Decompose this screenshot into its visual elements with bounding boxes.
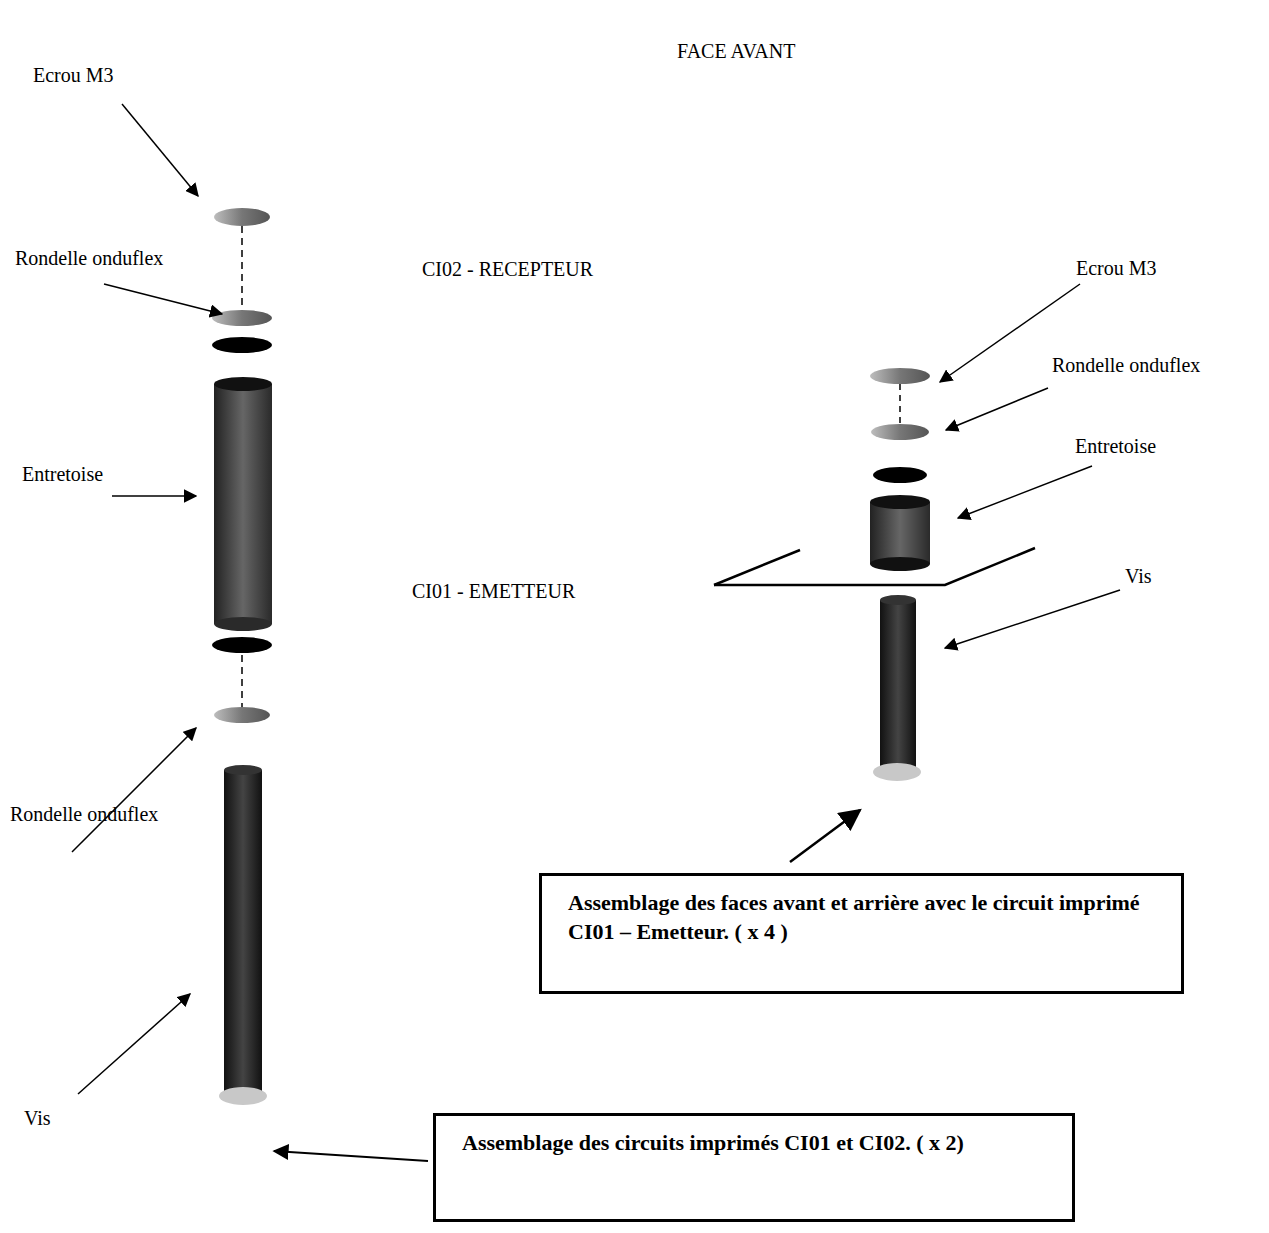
part-label-holder: Ecrou M3	[1076, 257, 1157, 280]
panel-tab	[714, 550, 800, 585]
note-text: Assemblage des circuits imprimés CI01 et…	[462, 1129, 1047, 1158]
part-label: Ecrou M3	[33, 64, 114, 87]
pcb-plate: CI01 - EMETTEUR	[93, 460, 1015, 672]
part-label: Ecrou M3	[1076, 257, 1157, 280]
part-label-holder: Ecrou M3	[33, 64, 114, 87]
part-label: Rondelle onduflex	[10, 803, 158, 826]
part-label: Rondelle onduflex	[1052, 354, 1200, 377]
part-label-holder: Rondelle onduflex	[10, 803, 158, 826]
panel-outline	[605, 8, 1046, 548]
plate-outline	[93, 158, 1015, 374]
part-label-holder: Rondelle onduflex	[15, 247, 163, 270]
part-label-holder: Vis	[24, 1107, 51, 1130]
note-box: Assemblage des circuits imprimés CI01 et…	[433, 1113, 1075, 1222]
part-title: CI02 - RECEPTEUR	[422, 258, 593, 281]
leader-arrows	[72, 104, 1120, 1161]
left-fastener-stack	[212, 208, 272, 1105]
plate-outline	[93, 460, 1015, 672]
part-label-holder: Entretoise	[22, 463, 103, 486]
part-label-holder: Vis	[1125, 565, 1152, 588]
part-title: FACE AVANT	[677, 40, 795, 63]
part-label: Vis	[24, 1107, 51, 1130]
front-panel: FACE AVANT	[600, 8, 1050, 553]
part-title: CI01 - EMETTEUR	[412, 580, 575, 603]
pcb-plate-outline	[93, 460, 1019, 676]
part-label: Vis	[1125, 565, 1152, 588]
right-fastener-stack	[870, 368, 930, 781]
part-label: Rondelle onduflex	[15, 247, 163, 270]
part-label: Entretoise	[1075, 435, 1156, 458]
part-label: Entretoise	[22, 463, 103, 486]
pcb-plate: CI02 - RECEPTEUR	[93, 158, 1015, 374]
note-text: Assemblage des faces avant et arrière av…	[568, 889, 1156, 946]
front-panel-outline	[600, 8, 1054, 557]
part-label-holder: Entretoise	[1075, 435, 1156, 458]
note-box: Assemblage des faces avant et arrière av…	[539, 873, 1184, 994]
part-label-holder: Rondelle onduflex	[1052, 354, 1200, 377]
